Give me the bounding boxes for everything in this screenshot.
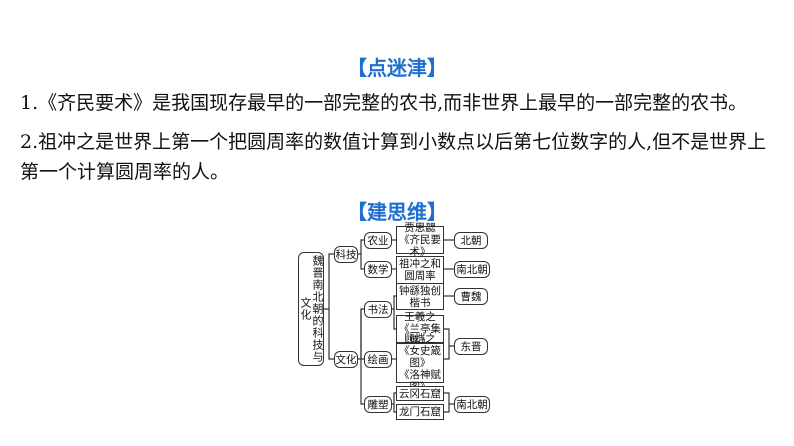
- tips-section-title: 【点迷津】: [347, 56, 447, 80]
- item-yungang: 云冈石窟: [396, 386, 444, 401]
- mindmap-root: 魏晋南北朝的科技与文化: [298, 252, 324, 366]
- dynasty-caowei: 曹魏: [454, 288, 488, 305]
- connector-wang-dongjin: [444, 328, 454, 347]
- item-jia-sixie: 贾思勰 《齐民要术》: [396, 222, 444, 258]
- field-calligraphy: 书法: [364, 301, 392, 318]
- item-zu-chongzhi: 祖冲之和 圆周率: [396, 256, 444, 284]
- field-math: 数学: [364, 261, 392, 278]
- connector-root-culture: [328, 309, 334, 360]
- connector-culture-calligraphy: [358, 308, 364, 360]
- item-longmen: 龙门石窟: [396, 404, 444, 420]
- tip-paragraph-2: 2.祖冲之是世界上第一个把圆周率的数值计算到小数点以后第七位数字的人,但不是世界…: [20, 131, 767, 183]
- connector-gu-dongjin: [444, 346, 450, 360]
- tip-paragraph-1: 1.《齐民要术》是我国现存最早的一部完整的农书,而非世界上最早的一部完整的农书。: [20, 92, 748, 114]
- connector-yungang-nanbei: [444, 392, 454, 405]
- item-zhong-line1: 钟繇独创: [399, 284, 441, 297]
- item-gu-line1: 顾恺之: [404, 333, 436, 345]
- item-gu-line2: 《女史箴图》: [399, 345, 441, 369]
- branch-culture: 文化: [334, 351, 358, 368]
- item-gu-kaizhi: 顾恺之 《女史箴图》 《洛神赋图》: [396, 333, 444, 393]
- item-zhong-yao: 钟繇独创 楷书: [396, 283, 444, 310]
- dynasty-nanbei-1: 南北朝: [454, 261, 490, 278]
- connector-root-science: [324, 253, 334, 310]
- item-zu-line1: 祖冲之和: [399, 258, 441, 270]
- branch-science: 科技: [334, 246, 358, 263]
- item-jia-line2: 《齐民要术》: [399, 234, 441, 258]
- item-wang-line1: 王羲之: [404, 311, 436, 323]
- field-painting: 绘画: [364, 351, 392, 368]
- item-jia-line1: 贾思勰: [404, 222, 436, 234]
- field-agriculture: 农业: [364, 232, 392, 249]
- item-zhong-line2: 楷书: [409, 296, 431, 309]
- dynasty-north: 北朝: [454, 232, 488, 249]
- field-sculpture: 雕塑: [364, 396, 392, 413]
- mindmap-section-title: 【建思维】: [347, 200, 447, 224]
- dynasty-nanbei-2: 南北朝: [454, 396, 490, 413]
- item-zu-line2: 圆周率: [404, 270, 436, 282]
- dynasty-dongjin: 东晋: [454, 338, 488, 355]
- connector-longmen-nanbei: [444, 404, 450, 413]
